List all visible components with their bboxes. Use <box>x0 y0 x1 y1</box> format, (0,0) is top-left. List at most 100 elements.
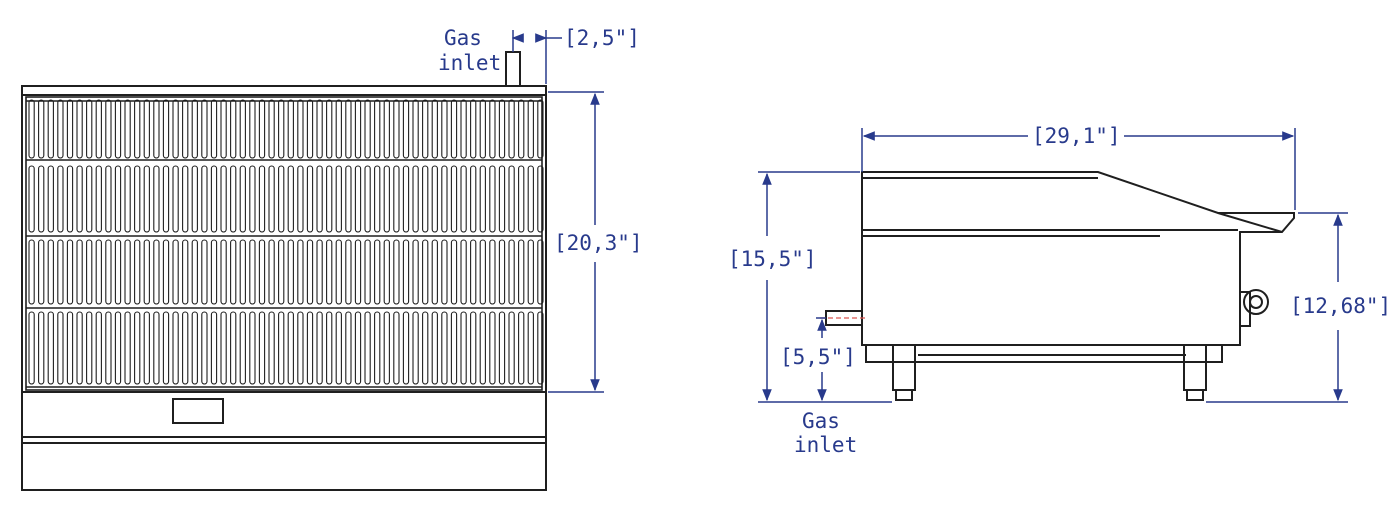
leg-right-foot <box>1186 389 1204 401</box>
grate-bar <box>210 239 218 305</box>
grate-bar <box>114 239 122 305</box>
grate-bar <box>249 311 256 385</box>
grate-bar <box>86 165 93 233</box>
grate-bar <box>422 99 429 159</box>
grate-bar <box>201 99 208 159</box>
grate-bar <box>450 165 458 233</box>
grate-bar <box>287 311 294 385</box>
grate-bar <box>278 99 285 159</box>
grate-bar <box>249 99 256 159</box>
top-gas-label-1: Gas <box>444 26 482 50</box>
grate-bar <box>374 165 381 233</box>
grate-bar <box>47 99 54 159</box>
grate-bar <box>537 311 544 385</box>
grate-bar <box>450 239 458 305</box>
grate-bar <box>316 165 323 233</box>
grate-bar <box>57 239 64 305</box>
grate-bar <box>335 311 342 385</box>
grate-bar <box>268 311 275 385</box>
grate-bar <box>326 165 333 233</box>
grate-bar <box>143 239 150 305</box>
grate-bar <box>518 165 525 233</box>
grate-bar <box>57 311 64 385</box>
grate-bar <box>134 239 141 305</box>
grate-bar <box>162 99 170 159</box>
grate-bar <box>47 165 54 233</box>
grate-bar <box>450 99 458 159</box>
grate-bar <box>393 311 400 385</box>
grate-bar <box>124 239 131 305</box>
grate-bar <box>527 99 534 159</box>
grate-bar <box>306 165 314 233</box>
grate-bar <box>172 239 179 305</box>
grate-bar <box>258 165 266 233</box>
top-gas-label-2: inlet <box>438 51 501 75</box>
side-view-dimensions <box>758 128 1348 403</box>
grate-bar <box>66 99 74 159</box>
grate-bar <box>518 239 525 305</box>
grate-bar <box>153 165 160 233</box>
grate-bar <box>297 99 304 159</box>
grate-bar <box>172 99 179 159</box>
grate-bar <box>460 165 467 233</box>
side-view <box>825 171 1295 401</box>
top-dim-inlet-offset: [2,5"] <box>564 26 640 50</box>
grate-bar <box>28 239 35 305</box>
grate-bar <box>431 99 438 159</box>
grate-bar <box>76 311 83 385</box>
grate-bar <box>489 99 496 159</box>
grate-bar <box>537 99 544 159</box>
grate-bar <box>470 165 477 233</box>
grate-bar <box>335 165 342 233</box>
grate-bar <box>479 99 486 159</box>
grate-bar <box>95 99 102 159</box>
grate-bar <box>220 311 227 385</box>
grate-bar <box>268 239 275 305</box>
grate-bar <box>374 239 381 305</box>
grate-bar <box>258 99 266 159</box>
grate-bar <box>326 311 333 385</box>
grate-bar <box>518 99 525 159</box>
grate-bar <box>498 239 506 305</box>
grate-bar <box>402 239 410 305</box>
grate-bar <box>249 239 256 305</box>
grate-bar <box>460 239 467 305</box>
grate-bar <box>114 165 122 233</box>
grate-bar <box>518 311 525 385</box>
grate-bar <box>306 99 314 159</box>
grate-bar <box>114 311 122 385</box>
grate-bar <box>441 311 448 385</box>
grate-bar <box>431 311 438 385</box>
grate-bar <box>201 165 208 233</box>
grate-bar <box>412 239 419 305</box>
side-dim-height-front: [12,68"] <box>1290 294 1391 318</box>
grate-bar <box>153 311 160 385</box>
grate-bar <box>38 239 45 305</box>
grate-bar <box>527 311 534 385</box>
grate-bar <box>47 311 54 385</box>
grate-bar <box>297 239 304 305</box>
grate-bar <box>182 239 189 305</box>
grate-bar <box>479 311 486 385</box>
grate-bar <box>57 99 64 159</box>
grate-bar <box>268 165 275 233</box>
grate-bar <box>422 165 429 233</box>
grate-bar <box>191 311 198 385</box>
grate-bar <box>230 165 237 233</box>
grate-bar <box>345 99 352 159</box>
grate-bar <box>316 311 323 385</box>
cooking-grate <box>25 96 544 391</box>
grate-bar <box>364 165 371 233</box>
grate-bar <box>402 311 410 385</box>
top-view <box>21 51 547 491</box>
grate-bar <box>402 165 410 233</box>
control-knob <box>1243 289 1269 315</box>
grate-bar <box>191 239 198 305</box>
grate-bar <box>66 239 74 305</box>
grate-bar <box>38 165 45 233</box>
grate-bar <box>124 311 131 385</box>
grate-bar <box>134 165 141 233</box>
grate-bar <box>354 165 362 233</box>
grate-bar <box>278 239 285 305</box>
grate-bar <box>47 239 54 305</box>
